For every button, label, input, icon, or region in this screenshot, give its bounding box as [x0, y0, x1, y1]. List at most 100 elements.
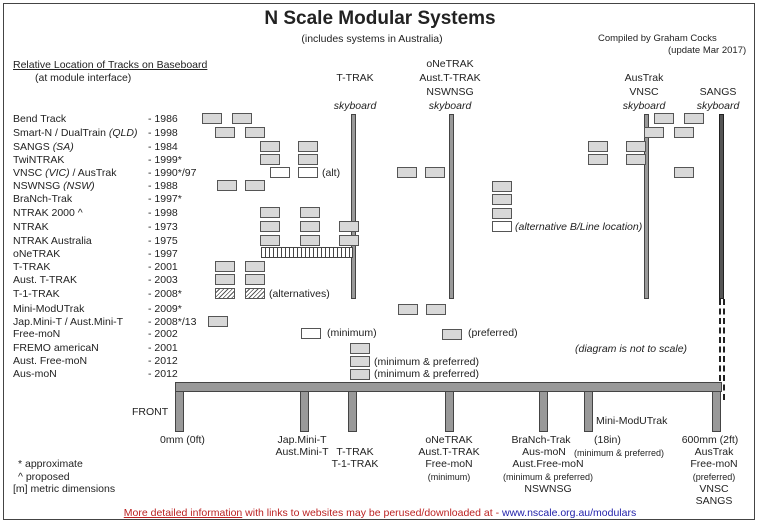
track-box [298, 141, 318, 152]
website-link[interactable]: www.nscale.org.au/modulars [501, 507, 637, 519]
track-box [425, 167, 445, 178]
system-year: - 2012 [148, 355, 178, 367]
onetrak-label-3: Free-moN [425, 458, 473, 470]
mini-label-2: (18in) [594, 434, 621, 446]
track-box [674, 167, 694, 178]
system-name: SANGS (SA) [13, 141, 74, 153]
end-label-1: 600mm (2ft) [681, 434, 739, 446]
track-box [674, 127, 694, 138]
system-year: - 2012 [148, 368, 178, 380]
system-region: (QLD) [108, 127, 138, 139]
track-box [442, 329, 462, 340]
system-label: Aust. T-TRAK [13, 274, 77, 286]
track-box [350, 343, 370, 354]
end-label-2: AusTrak [694, 446, 734, 458]
onetrak-label-4: (minimum) [427, 472, 471, 482]
track-box [684, 113, 704, 124]
system-name: NTRAK [13, 221, 49, 233]
col-onetrak-2: Aust.T-TRAK [419, 72, 481, 84]
legend-metric: [m] metric dimensions [13, 483, 116, 495]
system-name: NTRAK Australia [13, 235, 92, 247]
system-label: BraNch-Trak [13, 193, 73, 205]
note-not-to-scale: (diagram is not to scale) [575, 343, 688, 355]
track-box [260, 207, 280, 218]
track-box [245, 127, 265, 138]
jap-label-1: Jap.Mini-T [277, 434, 327, 446]
track-box [245, 288, 265, 299]
track-box [350, 369, 370, 380]
zero-label: 0mm (0ft) [160, 434, 205, 446]
system-year: - 1997 [148, 248, 178, 260]
footer: More detailed information with links to … [124, 507, 636, 519]
branch-label-4: (minimum & preferred) [502, 472, 594, 482]
skyboard-ttrak [351, 114, 356, 299]
mini-label-1: Mini-ModUTrak [596, 415, 668, 427]
more-info-link[interactable]: More detailed information [123, 507, 243, 519]
system-year: - 1986 [148, 113, 178, 125]
system-name: Bend Track [13, 113, 66, 125]
system-label: NTRAK [13, 221, 49, 233]
system-label: Aust. Free-moN [13, 355, 88, 367]
track-box [215, 274, 235, 285]
system-year: - 2001 [148, 261, 178, 273]
track-box [626, 154, 646, 165]
system-name: oNeTRAK [13, 248, 60, 260]
col-austrak: AusTrak [624, 72, 664, 84]
col-ttrak: T-TRAK [336, 72, 374, 84]
leg-end [712, 391, 721, 432]
system-label: T-1-TRAK [13, 288, 60, 300]
branch-label-2: Aus-moN [522, 446, 566, 458]
system-year: - 1988 [148, 180, 178, 192]
onetrak-label-2: Aust.T-TRAK [418, 446, 480, 458]
skyboard-austrak [644, 114, 649, 299]
track-box [626, 141, 646, 152]
note-preferred: (preferred) [468, 327, 518, 339]
onetrak-label-1: oNeTRAK [425, 434, 473, 446]
system-label: Free-moN [13, 328, 61, 340]
system-year: - 1997* [148, 193, 182, 205]
system-label: SANGS [13, 141, 50, 153]
system-label: Smart-N / DualTrain [13, 127, 106, 139]
system-year: - 1998 [148, 127, 178, 139]
system-year: - 2009* [148, 303, 182, 315]
leg-branch [539, 391, 548, 432]
system-year: - 1975 [148, 235, 178, 247]
leg-mini [584, 391, 593, 432]
track-box [260, 154, 280, 165]
col-austrak-skyboard: skyboard [622, 100, 666, 112]
track-box [588, 141, 608, 152]
track-box [398, 304, 418, 315]
system-label: TwiNTRAK [13, 154, 65, 166]
system-label: Aus-moN [13, 368, 57, 380]
system-year: - 2003 [148, 274, 178, 286]
footer-text: with links to websites may be perused/do… [242, 507, 502, 519]
end-label-3: Free-moN [690, 458, 738, 470]
track-box [260, 221, 280, 232]
system-label: T-TRAK [13, 261, 51, 273]
branch-label-3: Aust.Free-moN [512, 458, 584, 470]
system-name: TwiNTRAK [13, 154, 64, 166]
track-box [245, 180, 265, 191]
system-year: - 1990*/97 [148, 167, 197, 179]
system-region: (VIC) [45, 167, 70, 179]
jap-label-2: Aust.Mini-T [275, 446, 329, 458]
system-label: NSWNSG [13, 180, 61, 192]
col-sangs-skyboard: skyboard [696, 100, 740, 112]
track-box [215, 261, 235, 272]
system-year: - 2002 [148, 328, 178, 340]
end-label-5: VNSC [699, 483, 729, 495]
system-name: BraNch-Trak [13, 193, 72, 205]
leg-front [175, 391, 184, 432]
legend-proposed: ^ proposed [18, 471, 70, 483]
branch-label-1: BraNch-Trak [511, 434, 571, 446]
system-name: VNSC (VIC) / AusTrak [13, 167, 117, 179]
section-title: Relative Location of Tracks on Baseboard [13, 59, 208, 71]
compiled-by: Compiled by Graham Cocks [598, 33, 717, 44]
col-sangs: SANGS [699, 86, 737, 98]
track-box [232, 113, 252, 124]
system-year: - 1973 [148, 221, 178, 233]
system-label: VNSC [13, 167, 43, 179]
system-name: T-TRAK [13, 261, 50, 273]
system-name: T-1-TRAK [13, 288, 60, 300]
system-label: Jap.Mini-T / Aust.Mini-T [13, 316, 124, 328]
